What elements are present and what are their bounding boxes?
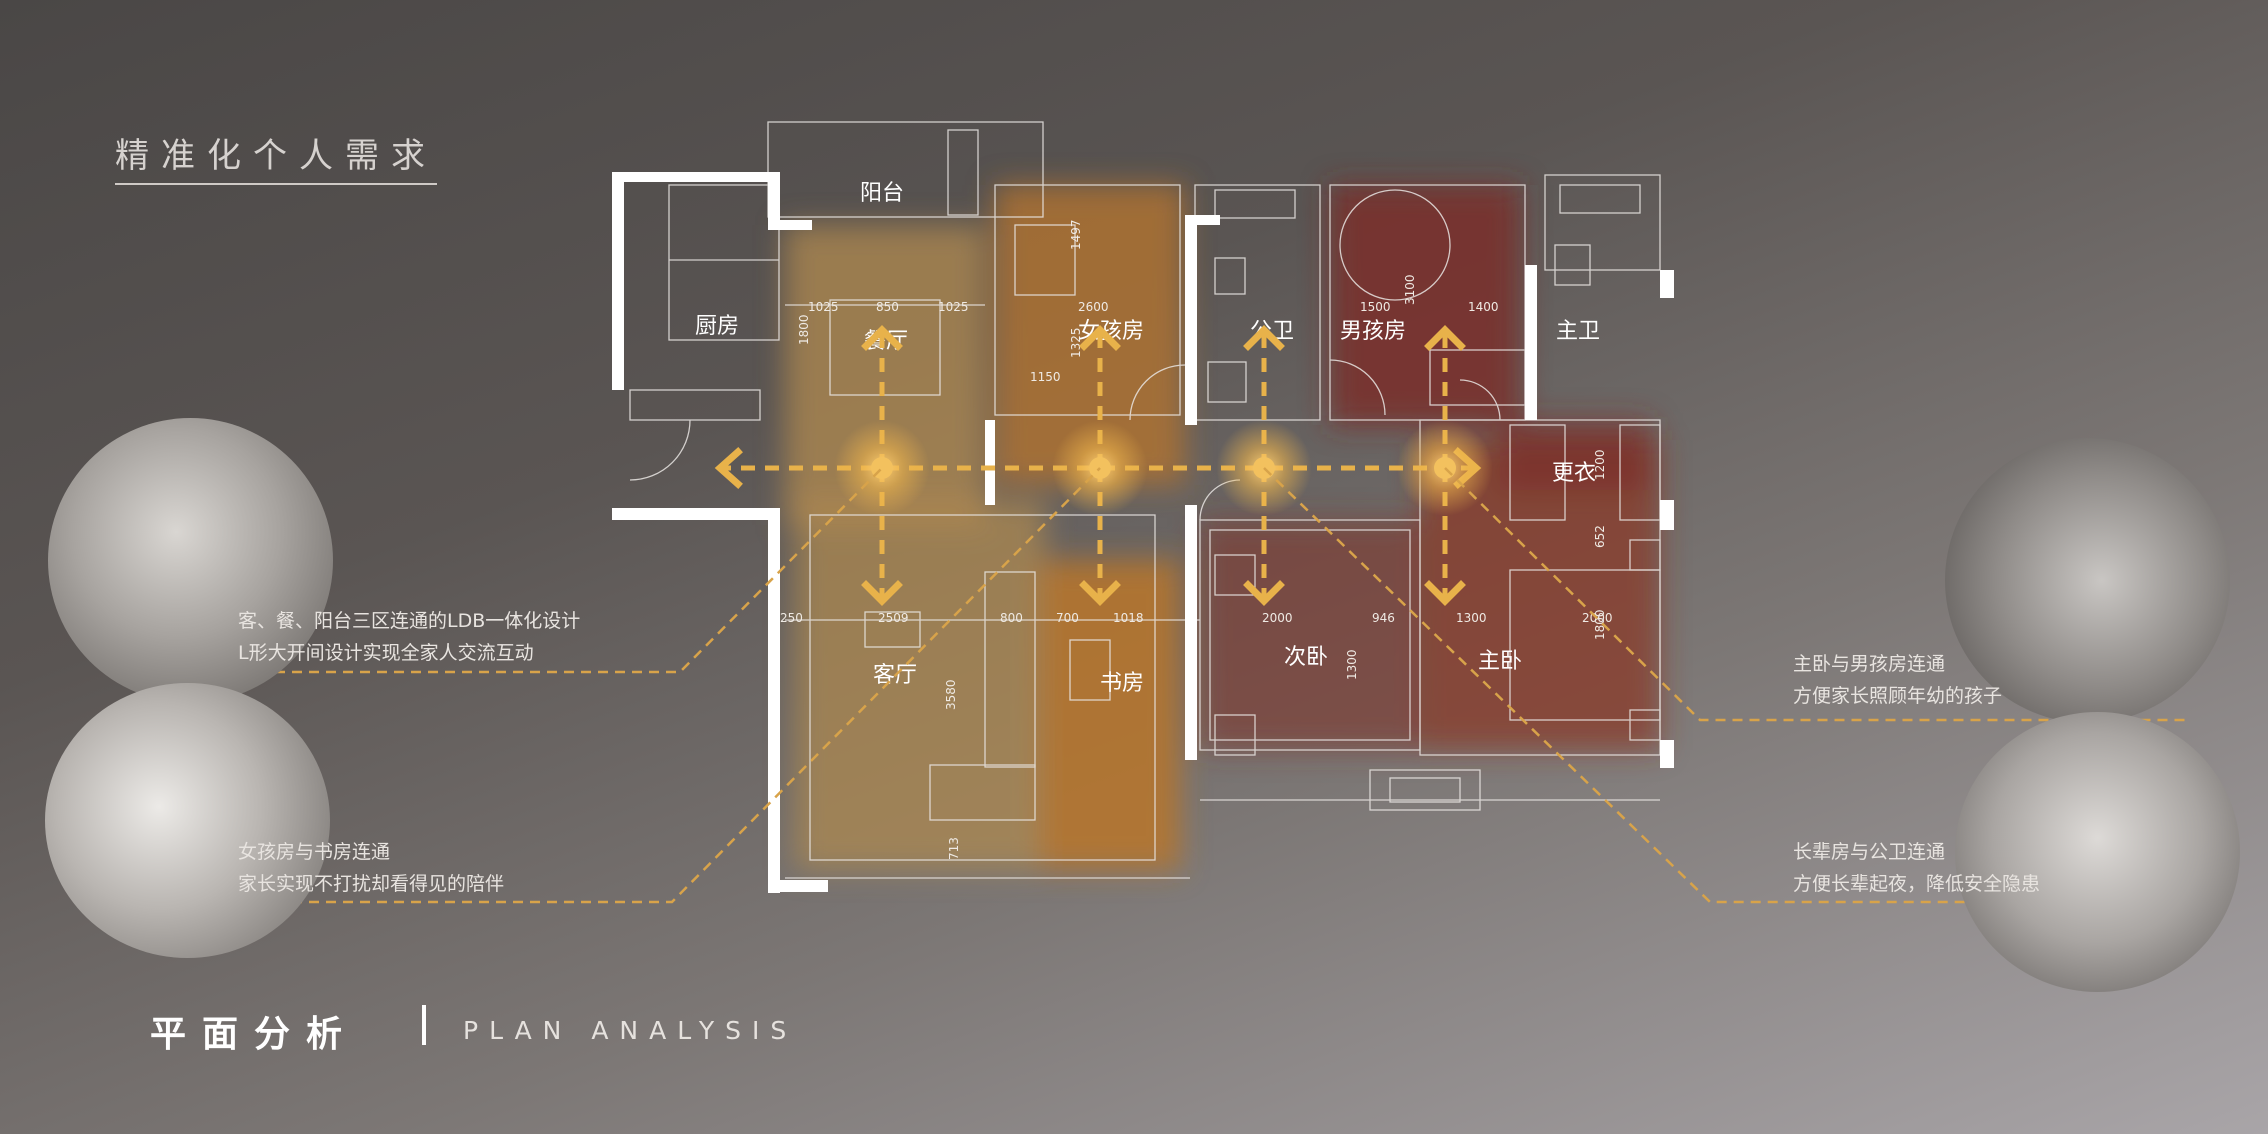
note-line: L形大开间设计实现全家人交流互动	[238, 642, 534, 664]
note-line: 主卧与男孩房连通	[1793, 653, 1946, 675]
dim-label: 1150	[1030, 370, 1061, 384]
dim-label: 1400	[1468, 300, 1499, 314]
footer-subtitle: PLAN ANALYSIS	[463, 1016, 798, 1045]
music-photo	[45, 683, 330, 958]
note-line: 家长实现不打扰却看得见的陪伴	[238, 873, 505, 895]
footer-title: 平面分析	[150, 1014, 359, 1055]
note-line: 方便家长照顾年幼的孩子	[1793, 685, 2003, 707]
dim-label: 2000	[1262, 611, 1293, 625]
dim-label: 700	[1056, 611, 1079, 625]
dim-label: 713	[947, 837, 961, 860]
dim-label: 1800	[797, 314, 811, 345]
dim-label: 1325	[1069, 327, 1083, 358]
family-photo	[48, 418, 333, 703]
dim-label: 2509	[878, 611, 909, 625]
note-line: 女孩房与书房连通	[238, 841, 391, 863]
room-label-boy-room: 男孩房	[1340, 319, 1406, 344]
footer-divider	[422, 1005, 426, 1045]
page-heading: 精准化个人需求	[115, 128, 437, 185]
dim-label: 3100	[1403, 274, 1417, 305]
dim-label: 1018	[1113, 611, 1144, 625]
note-elder: 长辈房与公卫连通 方便长辈起夜，降低安全隐患	[1793, 836, 2040, 900]
dimension-labels: 1025 850 1025 1800 2600 1497 1325 1150 1…	[780, 219, 1613, 860]
room-label-kitchen: 厨房	[695, 314, 739, 339]
dim-label: 946	[1372, 611, 1395, 625]
room-label-master-bed: 主卧	[1478, 649, 1522, 674]
dim-label: 1025	[808, 300, 839, 314]
note-ldb: 客、餐、阳台三区连通的LDB一体化设计 L形大开间设计实现全家人交流互动	[238, 605, 580, 669]
room-label-balcony: 阳台	[860, 181, 904, 206]
room-label-study: 书房	[1100, 671, 1144, 696]
dim-label: 1497	[1069, 219, 1083, 250]
dim-label: 250	[780, 611, 803, 625]
dim-label: 850	[876, 300, 899, 314]
dim-label: 2600	[1078, 300, 1109, 314]
hands-photo	[1945, 438, 2230, 723]
dim-label: 652	[1593, 525, 1607, 548]
dim-label: 1500	[1360, 300, 1391, 314]
room-label-wardrobe: 更衣	[1552, 461, 1596, 486]
dim-label: 1300	[1456, 611, 1487, 625]
room-labels: 阳台 厨房 餐厅 女孩房 公卫 男孩房 主卫 更衣 客厅 书房 次卧 主卧	[695, 181, 1600, 696]
dim-label: 3580	[944, 679, 958, 710]
dim-label: 1200	[1593, 449, 1607, 480]
dim-label: 800	[1000, 611, 1023, 625]
room-label-master-bath: 主卫	[1556, 319, 1600, 344]
elder-care-photo	[1955, 712, 2240, 992]
room-label-second-bed: 次卧	[1284, 645, 1328, 670]
note-line: 长辈房与公卫连通	[1793, 841, 1946, 863]
note-line: 客、餐、阳台三区连通的LDB一体化设计	[238, 610, 581, 632]
note-master: 主卧与男孩房连通 方便家长照顾年幼的孩子	[1793, 648, 2002, 712]
dim-label: 1025	[938, 300, 969, 314]
dim-label: 1300	[1345, 649, 1359, 680]
note-study: 女孩房与书房连通 家长实现不打扰却看得见的陪伴	[238, 836, 504, 900]
note-line: 方便长辈起夜，降低安全隐患	[1793, 873, 2041, 895]
